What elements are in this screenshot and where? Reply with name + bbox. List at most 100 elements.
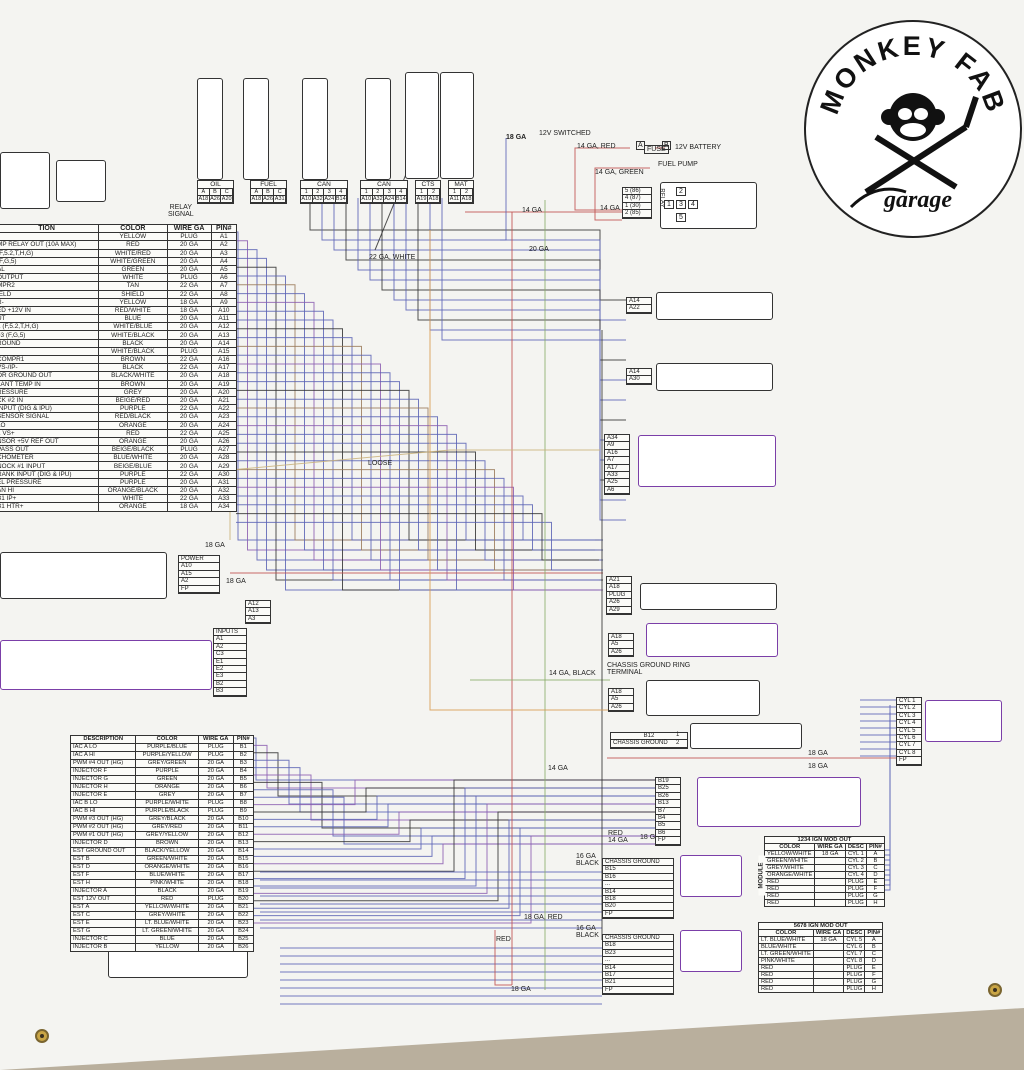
- table-cell: 20 GA: [166, 338, 212, 348]
- monkey-fab-logo: MONKEY FAB garage: [804, 20, 1022, 238]
- b12-pin-number: 2: [676, 740, 680, 746]
- table-cell: A: [865, 850, 885, 858]
- table-cell: EST C: [69, 911, 137, 920]
- pin-label: A33: [605, 472, 629, 480]
- pin-label: CYL 4: [897, 720, 921, 728]
- table-cell: A4: [210, 256, 238, 266]
- pin-label: FP: [897, 757, 921, 765]
- fp-14ga-label: 14 GA: [608, 837, 628, 844]
- table-cell: PWM #4 OUT (HG): [69, 759, 137, 768]
- table-cell: 1 VS+: [0, 428, 100, 438]
- table-cell: A3: [210, 248, 238, 258]
- table-cell: IAC A LO: [69, 743, 137, 752]
- table-cell: B23: [232, 919, 255, 928]
- fuel-pump-relay-connector: [660, 182, 757, 229]
- ground-connector: [690, 723, 802, 749]
- table-cell: ED +12V IN: [0, 305, 100, 316]
- table-cell: B1 HTR+: [0, 502, 100, 512]
- ecu-connector-a: [0, 152, 50, 209]
- table-cell: BEIGE/BLACK: [98, 445, 168, 455]
- column-header: DESC: [844, 843, 867, 851]
- table-cell: BLUE: [98, 314, 168, 324]
- table-cell: PLUG: [843, 964, 866, 972]
- table-cell: PLUG: [197, 895, 234, 904]
- table-cell: INJECTOR C: [69, 935, 137, 944]
- table-cell: PWM #3 OUT (HG): [69, 815, 137, 824]
- table-cell: #3 (F,G,5): [0, 330, 100, 340]
- table-cell: ORANGE/WHITE: [763, 871, 816, 879]
- table-cell: 20 GA: [166, 330, 212, 340]
- sensor-name: CAN: [361, 181, 407, 189]
- coil-module-connector-1: [680, 855, 742, 897]
- column-header: PIN#: [864, 929, 884, 937]
- mat-connector: [440, 72, 474, 179]
- table-cell: GREY: [98, 387, 168, 397]
- wire-label-16ga-black: 16 GA BLACK: [576, 925, 599, 939]
- table-cell: RANK INPUT (DIG & IPU): [0, 469, 100, 479]
- table-cell: [812, 950, 845, 958]
- table-cell: A6: [210, 273, 238, 283]
- table-cell: 20 GA: [197, 879, 234, 888]
- table-cell: GREEN: [98, 264, 168, 275]
- table-cell: ORANGE: [98, 502, 168, 512]
- table-cell: PWM #1 OUT (HG): [69, 831, 137, 840]
- table-cell: 20 GA: [197, 855, 234, 864]
- table-cell: ORANGE: [98, 420, 168, 430]
- column-header: DESC: [843, 929, 866, 937]
- wire: [429, 198, 626, 501]
- table-cell: B16: [232, 863, 255, 872]
- table-cell: A2: [210, 240, 238, 250]
- wire: [357, 198, 626, 381]
- table-cell: RED: [135, 895, 199, 904]
- ecu-cavity: A10: [301, 196, 313, 202]
- table-cell: A1: [210, 232, 238, 242]
- pin-label: CYL 3: [897, 713, 921, 721]
- ecu-cavity: A18: [251, 196, 263, 202]
- ecu-cavity: A26: [263, 196, 275, 202]
- table-cell: PINK/WHITE: [135, 879, 199, 888]
- table-cell: B13: [232, 839, 255, 848]
- table-cell: INJECTOR D: [69, 839, 137, 848]
- table-cell: PURPLE: [98, 477, 168, 488]
- table-cell: GREEN: [135, 775, 199, 784]
- block-pin: B3: [214, 688, 246, 696]
- table-cell: 22 GA: [166, 428, 212, 438]
- pin-label: CYL 6: [897, 735, 921, 743]
- table-cell: A11: [210, 314, 238, 324]
- wire: [236, 328, 597, 591]
- block-title: POWER: [179, 556, 219, 564]
- table-cell: 20 GA: [197, 911, 234, 920]
- table-cell: B18: [232, 879, 255, 888]
- fuse-terminal-b: B: [662, 141, 671, 150]
- table-cell: INJECTOR E: [69, 791, 137, 800]
- column-header: WIRE GA: [197, 735, 234, 744]
- table-cell: A15: [210, 346, 238, 357]
- table-cell: 1 (F,5.2,T,H,G): [0, 322, 100, 332]
- wire: [500, 138, 507, 241]
- table-cell: INJECTOR A: [69, 887, 137, 896]
- wire: [236, 416, 597, 571]
- table-cell: 20 GA: [166, 371, 212, 381]
- table-cell: EST GROUND OUT: [69, 847, 137, 856]
- table-cell: E: [865, 878, 885, 886]
- pin-label: B7: [656, 808, 680, 815]
- pin-label: CYL 2: [897, 705, 921, 713]
- table-cell: A26: [210, 436, 238, 447]
- sensor-name: OIL: [198, 181, 233, 189]
- table-cell: IELD: [0, 289, 100, 299]
- relay-signal-label: RELAY SIGNAL: [168, 204, 194, 218]
- table-cell: INJECTOR F: [69, 767, 137, 776]
- wire: [236, 266, 603, 581]
- table-cell: RED: [763, 899, 816, 907]
